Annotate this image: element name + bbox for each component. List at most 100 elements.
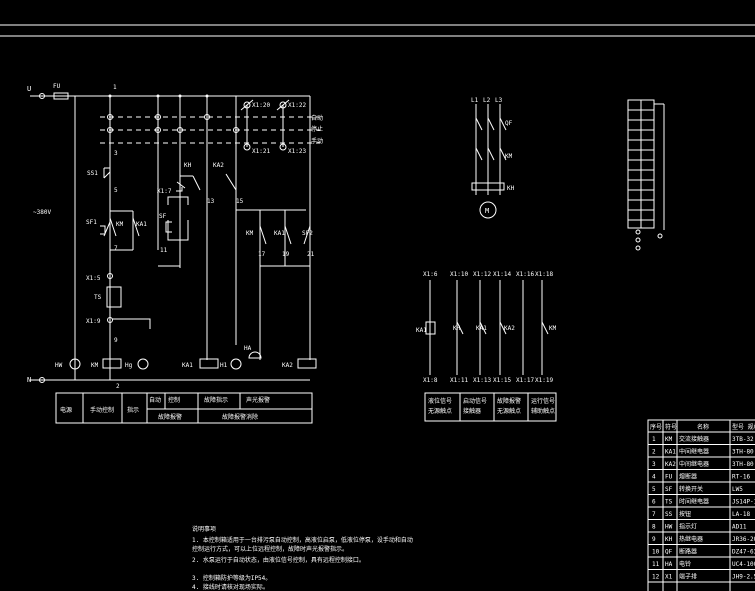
mc-coil: KA1 xyxy=(416,327,427,334)
terminal-strip xyxy=(627,99,665,251)
table-cell: 中间继电器 xyxy=(679,460,709,468)
table-cell: 6 xyxy=(652,499,656,506)
notes-line-3: 2. 水泵运行于自动状态，由液位信号控制，具有远程控制接口。 xyxy=(192,556,365,564)
table-cell: 10 xyxy=(652,549,660,556)
et-h1: 序号 xyxy=(650,423,662,431)
table-cell: LW5 xyxy=(732,486,743,493)
table-cell: UC4-100 xyxy=(732,561,755,568)
mc-bot-3: X1:13 xyxy=(473,377,491,384)
main-title-block: 电源 手动控制 指示 自动 控制 故障指示 声光报警 故障报警 故障报警消除 xyxy=(55,392,313,424)
switch-label-4: X1:23 xyxy=(288,148,306,155)
mc-contact-3: KA2 xyxy=(504,325,515,332)
notes-line-4: 3. 控制箱防护等级为IP54。 xyxy=(192,574,271,582)
phase-l3: L3 xyxy=(495,97,503,104)
comp-ka1-contact: KA1 xyxy=(136,221,147,228)
label-n: N xyxy=(27,376,31,384)
mc-bot-5: X1:17 xyxy=(516,377,534,384)
mc-table-4: 接触器 xyxy=(463,407,481,415)
motor-qf: QF xyxy=(505,120,513,127)
table-cell: JH9-2.5 xyxy=(732,574,755,581)
mc-table-6: 无源触点 xyxy=(497,407,521,415)
motor-circuit: L1 L2 L3 QF KM KH M xyxy=(471,97,515,219)
et-h2: 符号 xyxy=(665,423,677,431)
mc-bot-2: X1:11 xyxy=(450,377,468,384)
table-cell: RT-16 xyxy=(732,474,750,481)
mc-contact-2: KA1 xyxy=(476,325,487,332)
comp-ka2: KA2 xyxy=(213,162,224,169)
table-cell: HA xyxy=(665,561,673,568)
comp-hg: Hg xyxy=(125,362,133,369)
comp-km-aux: KM xyxy=(246,230,254,237)
table-cell: SS xyxy=(665,511,673,518)
node-21: 21 xyxy=(307,251,315,258)
comp-ka1-coil: KA1 xyxy=(182,362,193,369)
mode-selector: X1:20 X1:21 X1:22 X1:23 自动 停止 手动 xyxy=(240,99,323,155)
table-cell: 熔断器 xyxy=(679,473,697,481)
tb-col2: 手动控制 xyxy=(90,406,114,414)
table-cell: SF xyxy=(665,486,673,493)
table-cell: 7 xyxy=(652,511,656,518)
table-cell: KH xyxy=(665,536,673,543)
table-cell: 3TB-32 (3TF) xyxy=(732,436,755,443)
table-cell: 12 xyxy=(652,574,660,581)
mc-top-5: X1:16 xyxy=(516,271,534,278)
node-7: 7 xyxy=(114,245,118,252)
table-cell: 断路器 xyxy=(679,548,697,556)
table-cell: HW xyxy=(665,524,673,531)
mode-auto: 自动 xyxy=(311,114,323,122)
node-17: 17 xyxy=(258,251,266,258)
table-cell: KA1 xyxy=(665,449,676,456)
motor-m: M xyxy=(485,207,489,215)
mc-bot-4: X1:15 xyxy=(493,377,511,384)
table-cell: KM xyxy=(665,436,673,443)
table-cell: 端子排 xyxy=(679,573,697,581)
tb-col4b: 控制 xyxy=(168,396,180,404)
mc-table-1: 液位信号 xyxy=(428,397,452,405)
label-voltage: ~380V xyxy=(33,209,51,216)
mc-table-3: 启动信号 xyxy=(463,397,487,405)
tb-row2-right: 故障报警消除 xyxy=(222,413,258,421)
table-cell: 2 xyxy=(652,449,656,456)
table-cell: QF xyxy=(665,549,673,556)
phase-l2: L2 xyxy=(483,97,491,104)
comp-sf1: SF1 xyxy=(86,219,97,226)
tb-col4: 自动 xyxy=(149,396,161,404)
notes-title: 说明事项 xyxy=(192,525,216,533)
mc-table-7: 运行信号 xyxy=(531,397,555,405)
table-cell: X1 xyxy=(665,574,673,581)
table-cell: 9 xyxy=(652,536,656,543)
table-cell: 按钮 xyxy=(679,510,691,518)
node-1: 1 xyxy=(113,84,117,91)
comp-ss1: SS1 xyxy=(87,170,98,177)
switch-label-1: X1:20 xyxy=(252,102,270,109)
tb-col5: 故障指示 xyxy=(204,396,228,404)
table-cell: JR36-20 xyxy=(732,536,755,543)
contact-circuit: X1:6 X1:10 X1:12 X1:14 X1:16 X1:18 KA1 K… xyxy=(416,271,557,422)
table-cell: JS14P-1000 xyxy=(732,499,755,506)
label-fu: FU xyxy=(53,83,61,90)
mode-stop: 停止 xyxy=(311,125,323,133)
table-cell: 转换开关 xyxy=(679,485,703,493)
et-h3: 名称 xyxy=(697,423,709,431)
tb-row2-left: 故障报警 xyxy=(158,413,182,421)
comp-ka1-aux: KA1 xyxy=(274,230,285,237)
table-cell: 指示灯 xyxy=(679,523,697,531)
mc-bot-6: X1:19 xyxy=(535,377,553,384)
comp-x1-9: X1:9 xyxy=(86,318,101,325)
node-2: 2 xyxy=(116,383,120,390)
switch-label-2: X1:21 xyxy=(252,148,270,155)
table-cell: 3 xyxy=(652,461,656,468)
mc-table-8: 辅助触点 xyxy=(531,407,555,415)
mc-bot-1: X1:8 xyxy=(423,377,438,384)
tb-col3: 指示 xyxy=(127,406,139,414)
mc-contact-1: KH xyxy=(453,325,461,332)
table-cell: 电铃 xyxy=(679,560,691,568)
notes-line-2: 控制运行方式，可以上位远程控制，故障时声光报警指示。 xyxy=(192,545,348,553)
table-cell: AD11 xyxy=(732,524,747,531)
mode-manual: 手动 xyxy=(311,137,323,145)
motor-km: KM xyxy=(505,153,513,160)
tb-col1: 电源 xyxy=(60,406,72,414)
table-cell: 11 xyxy=(652,561,660,568)
